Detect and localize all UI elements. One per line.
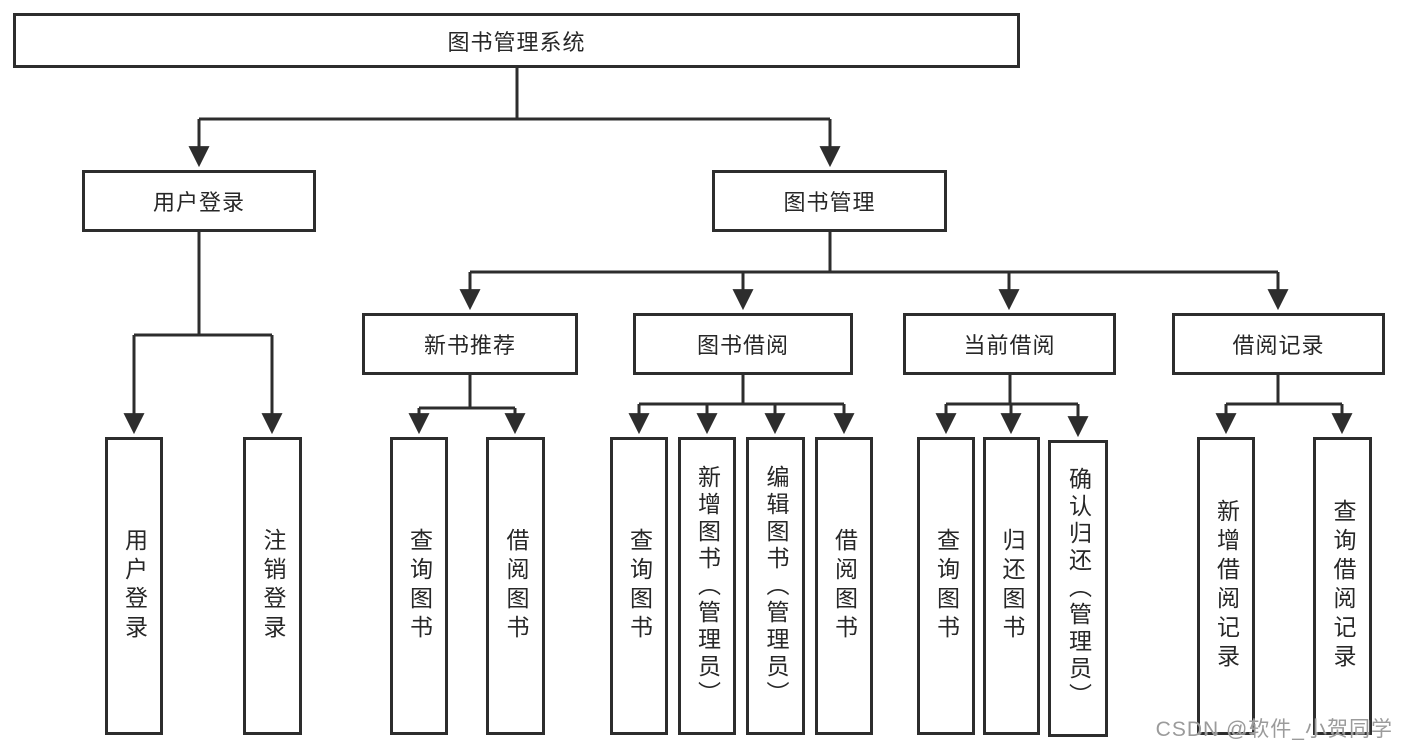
node-borrowing-records: 借阅记录 [1172, 313, 1385, 375]
node-leaf-query-books-2: 查询图书 [610, 437, 668, 735]
node-leaf-borrow-books-1: 借阅图书 [486, 437, 545, 735]
node-leaf-add-books-admin: 新增图书（管理员） [678, 437, 736, 735]
connector-current-to-leaves [935, 375, 1089, 438]
node-new-book-recommend: 新书推荐 [362, 313, 578, 375]
connector-records-to-leaves [1215, 375, 1353, 435]
csdn-watermark: CSDN @软件_小贺同学 [1155, 718, 1393, 741]
connector-book-manage-to-level3 [459, 232, 1289, 311]
node-leaf-add-borrow-record: 新增借阅记录 [1197, 437, 1255, 735]
node-system-root: 图书管理系统 [13, 13, 1020, 68]
connector-new-book-to-leaves [408, 375, 526, 435]
connector-root-to-level2 [188, 68, 841, 168]
node-leaf-borrow-books-2: 借阅图书 [815, 437, 873, 735]
node-leaf-confirm-return-admin: 确认归还（管理员） [1048, 440, 1108, 737]
node-leaf-logout: 注销登录 [243, 437, 302, 735]
node-current-borrowing: 当前借阅 [903, 313, 1116, 375]
node-leaf-return-books: 归还图书 [983, 437, 1040, 735]
node-leaf-edit-books-admin: 编辑图书（管理员） [746, 437, 805, 735]
node-book-borrowing: 图书借阅 [633, 313, 853, 375]
connector-borrowing-to-leaves [628, 375, 855, 435]
node-leaf-query-books-3: 查询图书 [917, 437, 975, 735]
node-leaf-user-login: 用户登录 [105, 437, 163, 735]
node-leaf-query-borrow-record: 查询借阅记录 [1313, 437, 1372, 735]
node-leaf-query-books-1: 查询图书 [390, 437, 448, 735]
node-user-login: 用户登录 [82, 170, 316, 232]
node-book-manage: 图书管理 [712, 170, 947, 232]
connector-user-login-to-leaves [123, 232, 283, 435]
